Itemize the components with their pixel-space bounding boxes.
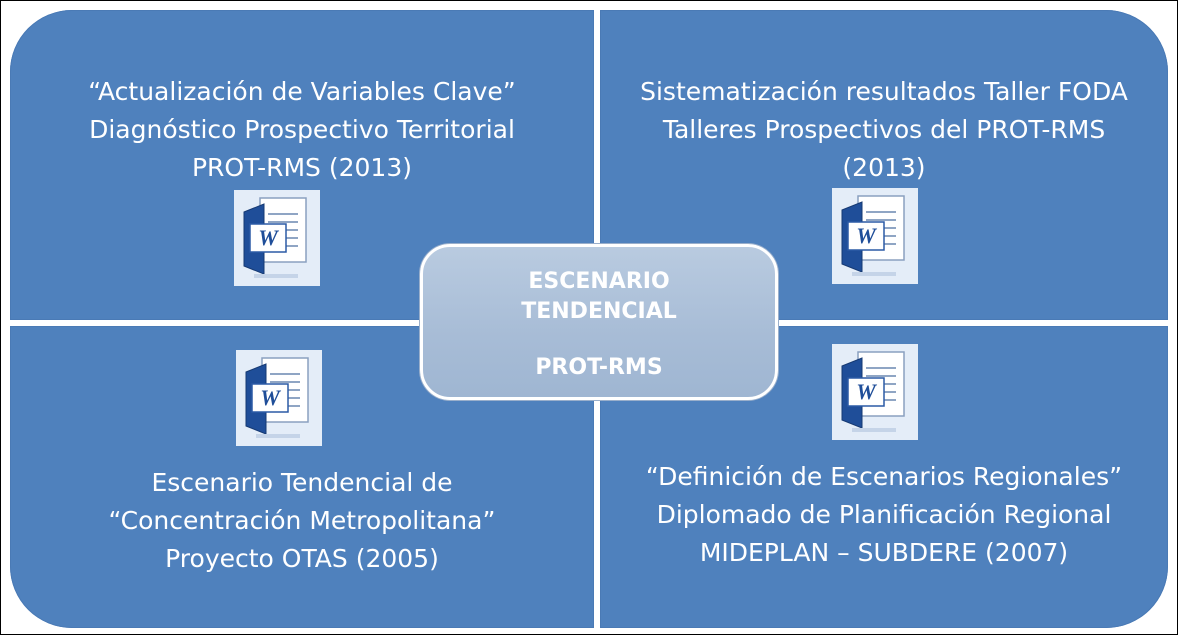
word-document-icon[interactable]: W (832, 344, 918, 440)
quadrant-text-line: Diagnóstico Prospectivo Territorial (89, 115, 515, 144)
quadrant-text-line: Sistematización resultados Taller FODA (640, 77, 1128, 106)
quadrant-top-right-text: Sistematización resultados Taller FODA T… (600, 73, 1168, 187)
quadrant-bottom-left-text: Escenario Tendencial de “Concentración M… (10, 464, 594, 578)
quadrant-text-line: Escenario Tendencial de (151, 468, 453, 497)
quadrant-text-line: (2013) (842, 153, 926, 182)
word-document-icon[interactable]: W (234, 190, 320, 286)
quadrant-top-left-text: “Actualización de Variables Clave” Diagn… (10, 73, 594, 187)
word-document-icon[interactable]: W (236, 350, 322, 446)
quadrant-bottom-right-text: “Definición de Escenarios Regionales” Di… (600, 458, 1168, 572)
center-title: ESCENARIO TENDENCIAL (423, 267, 775, 327)
quadrant-text-line: Talleres Prospectivos del PROT-RMS (662, 115, 1106, 144)
quadrant-text-line: MIDEPLAN – SUBDERE (2007) (699, 538, 1069, 567)
svg-text:W: W (258, 225, 279, 250)
quadrant-text-line: PROT-RMS (2013) (191, 153, 412, 182)
quadrant-text-line: “Concentración Metropolitana” (108, 506, 496, 535)
svg-text:W: W (260, 385, 281, 410)
quadrant-text-line: “Definición de Escenarios Regionales” (645, 462, 1123, 491)
quadrant-text-line: “Actualización de Variables Clave” (88, 77, 516, 106)
quadrant-text-line: Diplomado de Planificación Regional (656, 500, 1112, 529)
svg-text:W: W (856, 379, 877, 404)
word-document-icon[interactable]: W (832, 188, 918, 284)
center-title-line: ESCENARIO (528, 269, 670, 294)
center-subtitle: PROT-RMS (535, 355, 663, 380)
center-box: ESCENARIO TENDENCIAL PROT-RMS (420, 244, 778, 400)
quadrant-text-line: Proyecto OTAS (2005) (165, 544, 439, 573)
center-title-line: TENDENCIAL (521, 299, 677, 324)
quadrant-top-right: Sistematización resultados Taller FODA T… (600, 10, 1168, 320)
svg-text:W: W (856, 223, 877, 248)
